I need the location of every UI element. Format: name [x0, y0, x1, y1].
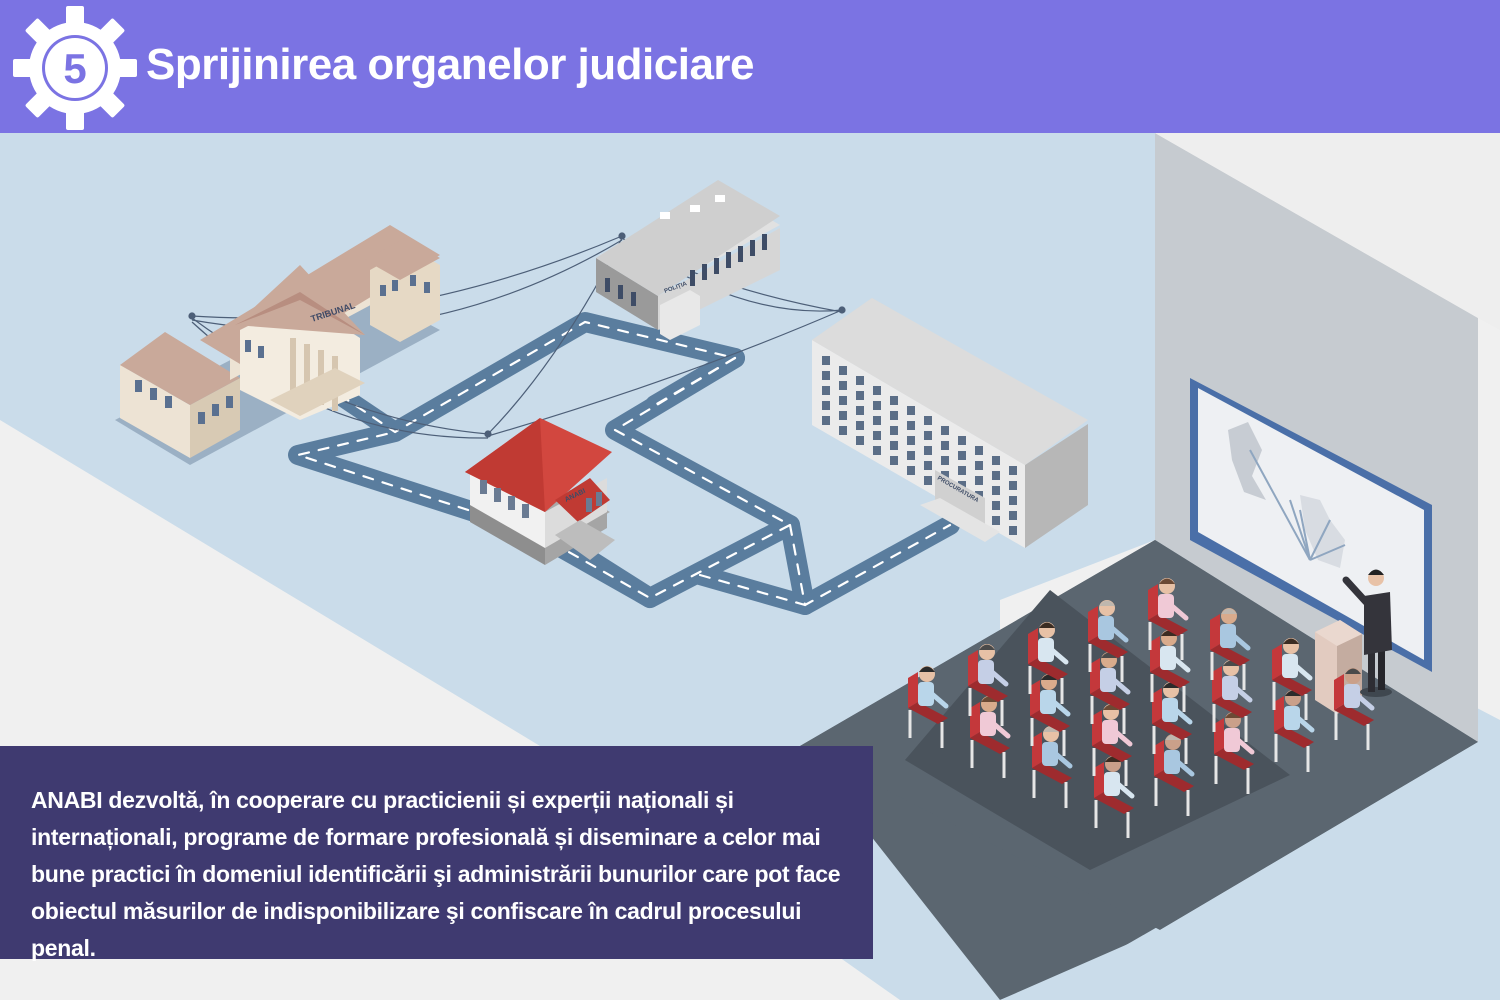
audience-member	[1090, 652, 1131, 734]
gear-icon	[13, 6, 137, 130]
audience-member	[1152, 682, 1193, 764]
audience-member	[1030, 674, 1071, 756]
step-number: 5	[63, 45, 87, 92]
audience-member	[1214, 712, 1255, 794]
audience-member	[1274, 690, 1315, 772]
audience-member	[968, 644, 1009, 726]
audience-member	[1028, 622, 1069, 704]
audience-member	[1094, 756, 1135, 838]
audience-member	[1272, 638, 1313, 720]
description-panel: ANABI dezvoltă, în cooperare cu practici…	[0, 746, 873, 961]
police-building-icon: POLIȚIA	[596, 180, 780, 340]
description-text: ANABI dezvoltă, în cooperare cu practici…	[31, 787, 841, 961]
audience-member	[1088, 600, 1129, 682]
lecturer-icon	[1342, 569, 1392, 697]
audience-member	[1212, 660, 1253, 742]
road-network	[288, 312, 960, 615]
courthouse-icon: TRIBUNAL	[115, 225, 440, 465]
header-bar: 5 Sprijinirea organelor judiciare	[0, 0, 1500, 133]
audience-icon	[908, 578, 1375, 838]
audience-member	[1154, 734, 1195, 816]
anabi-building-icon: ANABI	[465, 418, 615, 565]
conference-room	[800, 133, 1500, 1000]
audience-member	[1210, 608, 1251, 690]
audience-member	[1148, 578, 1189, 660]
prosecutor-building-icon: PROCURATURA	[812, 298, 1088, 548]
audience-member	[1092, 704, 1133, 786]
audience-member	[970, 696, 1011, 778]
audience-member	[1334, 668, 1375, 750]
page-title: Sprijinirea organelor judiciare	[146, 40, 755, 89]
audience-member	[908, 666, 949, 748]
